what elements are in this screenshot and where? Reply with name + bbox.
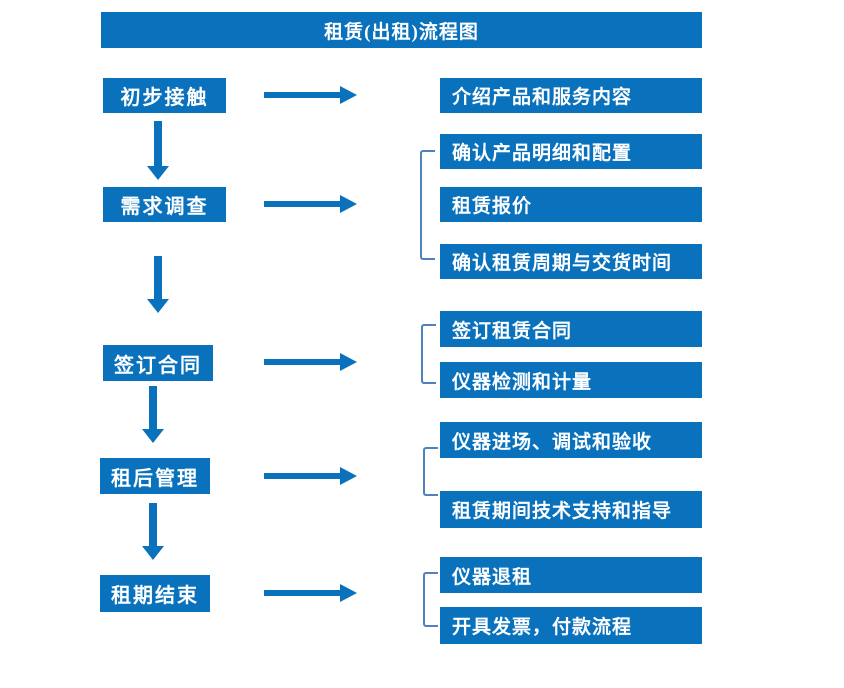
down-arrow-shaft	[149, 503, 157, 546]
output-box-instrument-testing: 仪器检测和计量	[440, 362, 702, 398]
right-arrow-4	[264, 467, 357, 485]
output-box-confirm-product-details: 确认产品明细和配置	[440, 134, 702, 169]
down-arrow-2	[147, 256, 169, 313]
output-box-invoice-payment: 开具发票，付款流程	[440, 607, 702, 644]
down-arrow-head-icon	[142, 429, 164, 443]
group-bracket-demand-survey	[420, 150, 435, 260]
output-box-instrument-return: 仪器退租	[440, 557, 702, 593]
stage-box-demand-survey: 需求调查	[103, 187, 226, 222]
right-arrow-3	[264, 353, 357, 371]
output-box-rental-quotation: 租赁报价	[440, 187, 702, 222]
output-box-technical-support: 租赁期间技术支持和指导	[440, 491, 702, 528]
right-arrow-2	[264, 195, 357, 213]
stage-box-sign-contract: 签订合同	[103, 345, 213, 381]
down-arrow-shaft	[154, 256, 162, 299]
stage-box-initial-contact: 初步接触	[103, 78, 226, 113]
down-arrow-1	[147, 121, 169, 180]
right-arrow-head-icon	[340, 353, 357, 371]
group-bracket-sign-contract	[421, 324, 436, 384]
right-arrow-head-icon	[340, 195, 357, 213]
right-arrow-head-icon	[340, 86, 357, 104]
group-bracket-post-rental	[423, 447, 438, 496]
right-arrow-head-icon	[340, 584, 357, 602]
diagram-title: 租赁(出租)流程图	[101, 12, 702, 48]
down-arrow-head-icon	[142, 546, 164, 560]
output-box-confirm-rental-period: 确认租赁周期与交货时间	[440, 244, 702, 279]
stage-box-rental-end: 租期结束	[100, 575, 210, 612]
down-arrow-3	[142, 386, 164, 443]
right-arrow-shaft	[264, 359, 340, 365]
right-arrow-shaft	[264, 92, 340, 98]
right-arrow-shaft	[264, 473, 340, 479]
down-arrow-4	[142, 503, 164, 560]
output-box-instrument-arrival: 仪器进场、调试和验收	[440, 422, 702, 458]
down-arrow-shaft	[154, 121, 162, 166]
right-arrow-1	[264, 86, 357, 104]
right-arrow-head-icon	[340, 467, 357, 485]
output-box-sign-rental-contract: 签订租赁合同	[440, 311, 702, 347]
down-arrow-shaft	[149, 386, 157, 429]
output-box-introduce-products: 介绍产品和服务内容	[440, 78, 702, 113]
right-arrow-5	[264, 584, 357, 602]
down-arrow-head-icon	[147, 166, 169, 180]
group-bracket-rental-end	[423, 572, 438, 627]
right-arrow-shaft	[264, 201, 340, 207]
down-arrow-head-icon	[147, 299, 169, 313]
right-arrow-shaft	[264, 590, 340, 596]
stage-box-post-rental-management: 租后管理	[100, 458, 210, 494]
